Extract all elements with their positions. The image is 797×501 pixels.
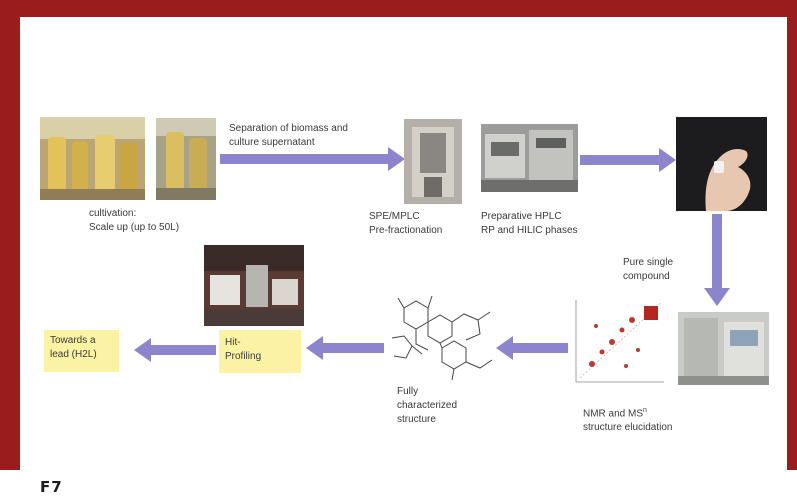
nmr-caption: NMR and MSn structure elucidation — [583, 404, 673, 435]
flow-arrow-down-to-nmr — [704, 214, 730, 306]
hplc-caption: Preparative HPLC RP and HILIC phases — [481, 210, 578, 238]
prep-hplc-photo — [481, 124, 578, 192]
lead-box: Towards a lead (H2L) — [44, 330, 119, 372]
pure-caption-line1: Pure single — [623, 257, 674, 268]
nmr-caption-text: NMR and MS — [583, 408, 644, 420]
separation-caption-line1: Separation of biomass and — [229, 123, 348, 134]
profiling-lab-photo — [204, 245, 304, 326]
cultivation-caption-line2: Scale up (up to 50L) — [89, 222, 180, 233]
flow-arrow-to-spe — [220, 147, 405, 171]
ms-instrument-photo — [678, 312, 769, 385]
nmr-caption-line1: NMR and MSn — [583, 404, 673, 421]
flow-arrow-to-profiling — [306, 336, 384, 360]
nmr-spectrum-image — [572, 296, 668, 386]
cultivation-photo-1 — [40, 117, 145, 200]
lead-line1: Towards a — [50, 335, 96, 346]
spe-caption: SPE/MPLC Pre-fractionation — [369, 210, 442, 238]
nmr-caption-superscript: n — [643, 407, 647, 414]
hplc-caption-line1: Preparative HPLC — [481, 211, 562, 222]
hplc-caption-line2: RP and HILIC phases — [481, 225, 578, 236]
hit-profiling-box: Hit- Profiling — [219, 330, 301, 373]
structure-caption-line1: Fully — [397, 386, 419, 397]
cultivation-caption-line1: cultivation: — [89, 208, 137, 219]
separation-caption: Separation of biomass and culture supern… — [229, 122, 348, 150]
flow-arrow-to-pure — [580, 148, 676, 172]
profiling-line1: Hit- — [225, 337, 241, 348]
flow-arrow-to-structure — [496, 336, 568, 360]
cultivation-photo-2 — [156, 118, 216, 200]
structure-caption-line2: characterized — [397, 400, 458, 411]
frame-left-border — [0, 0, 20, 470]
nmr-caption-line2: structure elucidation — [583, 422, 673, 434]
profiling-line2: Profiling — [225, 351, 262, 362]
structure-caption: Fully characterized structure — [397, 385, 457, 427]
pure-caption-line2: compound — [623, 271, 670, 282]
separation-caption-line2: culture supernatant — [229, 137, 315, 148]
structure-caption-line3: structure — [397, 414, 436, 425]
spe-mplc-photo — [404, 119, 462, 204]
chemical-structure-drawing — [382, 288, 500, 384]
spe-caption-line1: SPE/MPLC — [369, 211, 420, 222]
frame-top-border — [0, 0, 797, 17]
lead-line2: lead (H2L) — [50, 349, 97, 360]
frame-right-border — [787, 0, 797, 470]
figure-label: F7 — [40, 478, 63, 496]
pure-caption: Pure single compound — [623, 256, 673, 284]
pure-compound-photo — [676, 117, 767, 211]
spe-caption-line2: Pre-fractionation — [369, 225, 443, 236]
flow-arrow-to-lead — [134, 338, 216, 362]
cultivation-caption: cultivation: Scale up (up to 50L) — [89, 207, 179, 235]
